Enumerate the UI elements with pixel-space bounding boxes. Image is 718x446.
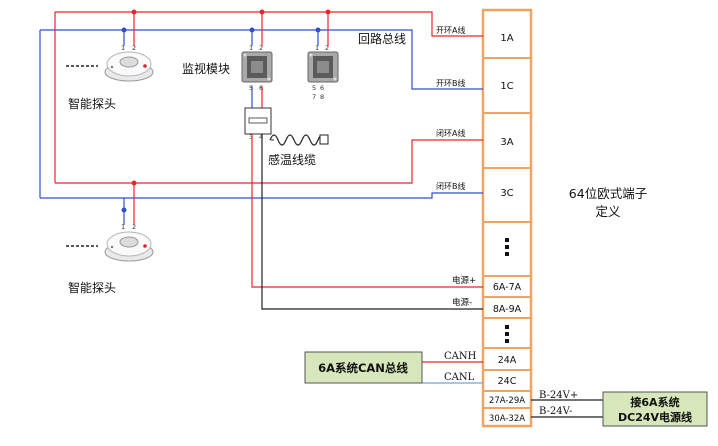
terminal-8a-9a: 8A-9A — [493, 304, 522, 315]
terminal-block-frame — [481, 8, 533, 428]
pin-label: 1 — [121, 223, 125, 231]
heat-cable-terminal-box — [244, 107, 274, 144]
smart-detector-top — [66, 51, 154, 82]
monitor-module-2 — [307, 51, 339, 83]
heat-cable-end-cap — [319, 134, 329, 145]
terminal-24c: 24C — [498, 376, 517, 387]
label-power-neg: 电源- — [452, 297, 472, 308]
terminal-3a: 3A — [500, 137, 513, 148]
ellipsis-dots-upper — [505, 238, 509, 256]
label-loop-bus: 回路总线 — [358, 31, 406, 46]
pin-label: 3 — [249, 133, 253, 141]
junction-dots — [121, 9, 331, 213]
label-canl: CANL — [444, 372, 475, 383]
terminal-3c: 3C — [500, 188, 513, 199]
label-closed-b: 闭环B线 — [436, 181, 466, 191]
label-power-pos: 电源+ — [452, 275, 476, 286]
terminal-1c: 1C — [500, 81, 513, 92]
wires — [39, 11, 603, 418]
pin-label: 2 — [259, 44, 263, 52]
pin-label: 2 — [325, 44, 329, 52]
smart-detector-bottom — [66, 231, 154, 262]
pin-label: 4 — [259, 133, 263, 141]
dc24-label-2: DC24V电源线 — [618, 410, 692, 424]
can-bus-label: 6A系统CAN总线 — [318, 361, 408, 375]
terminal-block-title-2: 定义 — [595, 204, 621, 219]
terminal-6a-7a: 6A-7A — [493, 282, 522, 293]
pin-label: 7 — [312, 93, 316, 101]
label-heat-cable: 感温线缆 — [268, 152, 316, 167]
heat-cable-wire — [269, 134, 327, 146]
pin-label: 8 — [320, 93, 324, 101]
pin-label: 1 — [249, 44, 253, 52]
monitor-module-1 — [241, 51, 273, 83]
wire-power-pos — [251, 144, 483, 288]
pin-label: 5 — [312, 84, 316, 92]
label-b24-pos: B-24V+ — [539, 390, 578, 401]
ellipsis-dots-lower — [505, 325, 509, 343]
pin-label: 5 — [249, 84, 253, 92]
wire-closed-b — [40, 192, 483, 199]
wire-closed-a — [55, 139, 483, 184]
label-canh: CANH — [444, 351, 477, 362]
can-bus-box: 6A系统CAN总线 — [304, 351, 423, 384]
label-open-a: 开环A线 — [436, 25, 465, 35]
terminal-24a: 24A — [498, 355, 517, 366]
wire-open-b — [40, 29, 483, 90]
pin-label: 1 — [121, 44, 125, 52]
label-smart-detector-bottom: 智能探头 — [68, 280, 116, 295]
label-closed-a: 闭环A线 — [436, 128, 465, 138]
label-b24-neg: B-24V- — [539, 406, 572, 417]
terminal-27a-29a: 27A-29A — [489, 396, 525, 406]
pin-label: 2 — [132, 44, 136, 52]
pin-label: 6 — [320, 84, 324, 92]
pin-label: 6 — [259, 84, 263, 92]
pin-label: 2 — [132, 223, 136, 231]
terminal-block-title-1: 64位欧式端子 — [569, 186, 647, 201]
terminal-30a-32a: 30A-32A — [489, 414, 525, 424]
pin-label: 1 — [315, 44, 319, 52]
label-smart-detector-top: 智能探头 — [68, 96, 116, 111]
terminal-block: 1A 1C 3A 3C 6A-7A 8A-9A 24A 24C 27A-29A … — [481, 8, 533, 428]
dc24-label-1: 接6A系统 — [630, 395, 679, 409]
dc24-box: 接6A系统 DC24V电源线 — [602, 391, 708, 427]
label-monitor-module: 监视模块 — [182, 61, 230, 76]
wire-power-neg — [261, 144, 483, 310]
wire-open-a — [55, 11, 483, 37]
terminal-1a: 1A — [500, 33, 513, 44]
label-open-b: 开环B线 — [436, 78, 466, 88]
